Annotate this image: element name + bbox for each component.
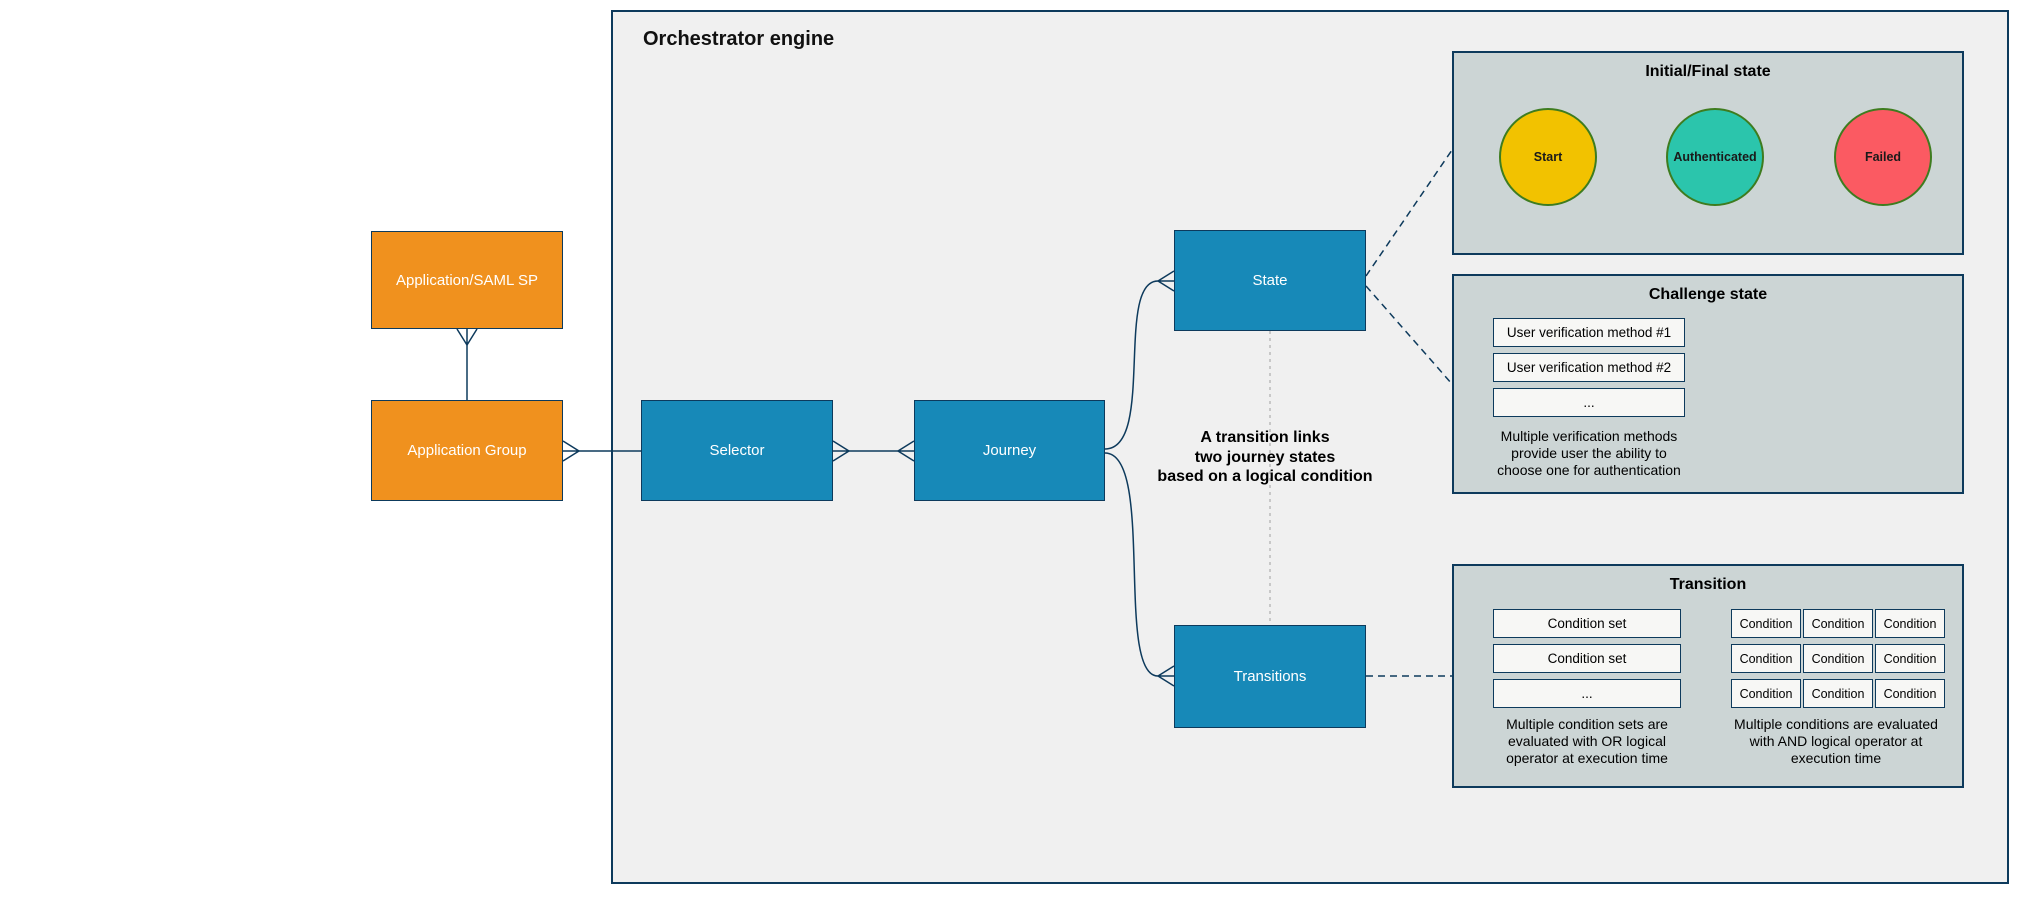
transition-annotation: A transition links two journey states ba… — [1157, 429, 1373, 486]
verification-method-box: User verification method #1 — [1493, 318, 1685, 347]
verification-method-label: User verification method #2 — [1506, 360, 1672, 375]
panel-transition: Transition Condition set Condition set .… — [1452, 564, 1964, 788]
condition-cell: Condition — [1731, 679, 1801, 708]
node-selector: Selector — [641, 400, 833, 501]
node-journey: Journey — [914, 400, 1105, 501]
condition-cell: Condition — [1875, 679, 1945, 708]
connector-journey-to-state — [1104, 280, 1159, 450]
dashed-state-to-challenge-panel — [1365, 285, 1453, 385]
panel-title: Transition — [1669, 576, 1747, 593]
state-circle-start: Start — [1499, 108, 1597, 206]
node-label: Application Group — [407, 442, 527, 459]
condition-set-box: ... — [1493, 679, 1681, 708]
node-label: Selector — [709, 442, 765, 459]
state-circle-failed: Failed — [1834, 108, 1932, 206]
conditions-caption: Multiple conditions are evaluated with A… — [1734, 716, 1938, 767]
node-state: State — [1174, 230, 1366, 331]
condition-set-label: Condition set — [1547, 651, 1627, 666]
condition-sets-caption: Multiple condition sets are evaluated wi… — [1506, 716, 1668, 767]
crowfoot-appgroup — [562, 440, 580, 462]
state-circle-authenticated: Authenticated — [1666, 108, 1764, 206]
challenge-caption: Multiple verification methods provide us… — [1497, 428, 1681, 479]
condition-set-label: ... — [1581, 686, 1593, 701]
condition-cell: Condition — [1731, 609, 1801, 638]
node-label: Transitions — [1233, 668, 1307, 685]
condition-cell: Condition — [1731, 644, 1801, 673]
condition-cell: Condition — [1875, 609, 1945, 638]
crowfoot-transitions — [1157, 665, 1175, 687]
condition-set-label: Condition set — [1547, 616, 1627, 631]
condition-row: Condition Condition Condition — [1731, 644, 1945, 673]
state-circle-label: Authenticated — [1673, 150, 1757, 164]
panel-title: Challenge state — [1648, 286, 1768, 303]
node-application-group: Application Group — [371, 400, 563, 501]
node-label: State — [1252, 272, 1288, 289]
state-circle-label: Failed — [1864, 150, 1902, 164]
panel-initial-final-state: Initial/Final state Start Authenticated … — [1452, 51, 1964, 255]
panel-challenge-state: Challenge state User verification method… — [1452, 274, 1964, 494]
node-application-saml-sp: Application/SAML SP — [371, 231, 563, 329]
connector-journey-to-transitions — [1104, 452, 1159, 677]
condition-set-box: Condition set — [1493, 609, 1681, 638]
verification-method-label: ... — [1583, 395, 1595, 410]
verification-method-box: User verification method #2 — [1493, 353, 1685, 382]
condition-cell: Condition — [1875, 644, 1945, 673]
verification-method-label: User verification method #1 — [1506, 325, 1672, 340]
dashed-state-to-initial-panel — [1365, 149, 1453, 277]
orchestrator-title: Orchestrator engine — [643, 28, 835, 50]
condition-set-box: Condition set — [1493, 644, 1681, 673]
crowfoot-saml — [456, 328, 478, 346]
verification-method-box: ... — [1493, 388, 1685, 417]
crowfoot-state — [1157, 270, 1175, 292]
condition-row: Condition Condition Condition — [1731, 609, 1945, 638]
condition-row: Condition Condition Condition — [1731, 679, 1945, 708]
condition-cell: Condition — [1803, 644, 1873, 673]
node-label: Journey — [982, 442, 1037, 459]
condition-cell: Condition — [1803, 609, 1873, 638]
crowfoot-journey — [897, 440, 915, 462]
node-transitions: Transitions — [1174, 625, 1366, 728]
crowfoot-selector — [832, 440, 850, 462]
state-circle-label: Start — [1533, 150, 1563, 164]
node-label: Application/SAML SP — [395, 271, 539, 289]
panel-title: Initial/Final state — [1645, 63, 1771, 80]
condition-cell: Condition — [1803, 679, 1873, 708]
